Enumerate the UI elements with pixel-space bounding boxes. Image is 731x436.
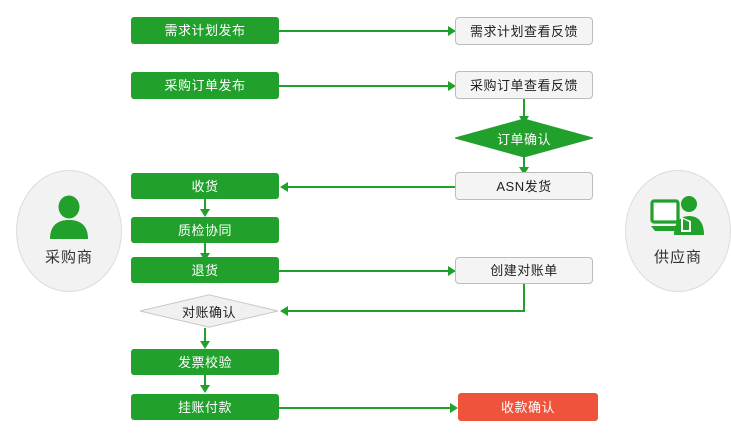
- arrowhead-demand-plan: [448, 26, 456, 36]
- arrowhead-purchase-order: [448, 81, 456, 91]
- arrowhead-payment-to-receipt: [450, 403, 458, 413]
- node-label: 收货: [191, 178, 219, 194]
- actor-supplier-label: 供应商: [653, 249, 702, 266]
- person-at-computer-icon: [650, 195, 706, 244]
- arrowhead-confirm-to-asn: [519, 167, 529, 175]
- node-label: 收款确认: [500, 399, 555, 415]
- actor-buyer-label: 采购商: [44, 249, 93, 266]
- node-label: 挂账付款: [177, 399, 232, 415]
- person-icon: [46, 195, 92, 244]
- edge-statement-to-confirm: [288, 310, 525, 312]
- edge-receive-to-qc: [204, 199, 206, 212]
- node-demand-plan-publish[interactable]: 需求计划发布: [131, 17, 279, 44]
- arrowhead-statement-to-confirm: [280, 306, 288, 316]
- arrowhead-receive-to-qc: [200, 209, 210, 217]
- node-receive-goods[interactable]: 收货: [131, 173, 279, 199]
- arrowhead-invoice-to-payment: [200, 385, 210, 393]
- arrowhead-return-to-statement: [448, 266, 456, 276]
- node-label: 采购订单发布: [164, 78, 246, 93]
- node-quality-collaboration[interactable]: 质检协同: [131, 217, 279, 243]
- edge-payment-to-receipt: [278, 407, 450, 409]
- edge-confirm-to-invoice: [204, 328, 206, 344]
- node-payment-confirm[interactable]: 收款确认: [458, 393, 598, 421]
- edge-return-to-statement: [278, 270, 448, 272]
- node-label: 创建对账单: [490, 263, 558, 278]
- node-purchase-order-feedback[interactable]: 采购订单查看反馈: [455, 71, 593, 99]
- edge-confirm-to-asn: [523, 155, 525, 174]
- node-label: 发票校验: [177, 354, 232, 370]
- node-label: 质检协同: [177, 222, 232, 238]
- edge-asn-to-receive: [288, 186, 458, 188]
- edge-demand-plan: [278, 30, 448, 32]
- node-label: ASN发货: [496, 178, 552, 194]
- node-return-goods[interactable]: 退货: [131, 257, 279, 283]
- node-pending-payment[interactable]: 挂账付款: [131, 394, 279, 420]
- arrowhead-confirm-to-invoice: [200, 341, 210, 349]
- node-order-confirm[interactable]: 订单确认: [455, 119, 593, 157]
- node-label: 退货: [191, 262, 219, 278]
- node-purchase-order-publish[interactable]: 采购订单发布: [131, 72, 279, 99]
- edge-order-to-confirm: [523, 99, 525, 121]
- edge-statement-down: [523, 284, 525, 312]
- node-label: 需求计划查看反馈: [469, 23, 578, 39]
- node-label: 采购订单查看反馈: [469, 77, 578, 93]
- edge-invoice-to-payment: [204, 375, 206, 388]
- edge-qc-to-return: [204, 243, 206, 256]
- arrowhead-asn-to-receive: [280, 182, 288, 192]
- edge-purchase-order: [278, 85, 448, 87]
- actor-supplier[interactable]: 供应商: [625, 170, 731, 292]
- node-label: 需求计划发布: [164, 23, 246, 38]
- actor-buyer[interactable]: 采购商: [16, 170, 122, 292]
- node-asn-shipment[interactable]: ASN发货: [455, 172, 593, 200]
- node-create-statement[interactable]: 创建对账单: [455, 257, 593, 284]
- node-invoice-verify[interactable]: 发票校验: [131, 349, 279, 375]
- node-demand-plan-feedback[interactable]: 需求计划查看反馈: [455, 17, 593, 45]
- node-statement-confirm[interactable]: 对账确认: [139, 294, 279, 328]
